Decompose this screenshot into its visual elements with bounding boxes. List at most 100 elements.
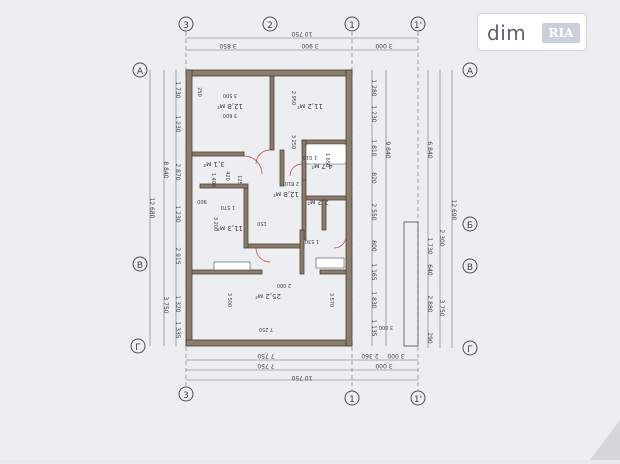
axis-bubble bbox=[178, 386, 194, 402]
dim-text: 640 bbox=[426, 264, 433, 276]
axis-bubble bbox=[462, 340, 478, 356]
walls bbox=[185, 69, 353, 347]
wall-inner bbox=[319, 269, 347, 275]
dim-text: 9 840 bbox=[384, 141, 391, 158]
axis-bubble bbox=[462, 258, 478, 274]
axis-label: A bbox=[137, 67, 144, 77]
room-area: 2,2 м² bbox=[307, 198, 329, 206]
door-arc bbox=[255, 149, 271, 165]
dim-text: 10 750 bbox=[291, 30, 312, 37]
axis-label: 1' bbox=[414, 21, 422, 31]
axis-bubbles-right bbox=[462, 62, 478, 356]
dim-text: 2 915 bbox=[174, 247, 181, 264]
dim-text: 12 680 bbox=[148, 198, 155, 219]
wall-inner bbox=[301, 139, 347, 145]
door-arc bbox=[255, 247, 271, 263]
dim-text: 10 750 bbox=[291, 374, 312, 381]
room-area: 11,3 м² bbox=[217, 224, 243, 232]
dim-text: 2 360 bbox=[361, 352, 378, 359]
axis-bubble bbox=[262, 16, 278, 32]
wall-inner bbox=[191, 269, 263, 275]
fireplace bbox=[315, 257, 345, 269]
brand-logo-mark: RIA bbox=[542, 23, 580, 43]
inner-dim: 7 250 bbox=[259, 326, 273, 332]
room-area: 25,2 м² bbox=[255, 292, 281, 300]
dim-text: 6 840 bbox=[426, 141, 433, 158]
dim-text: 8 840 bbox=[162, 161, 169, 178]
axis-label: Г bbox=[135, 343, 141, 353]
axis-label: 1 bbox=[349, 21, 355, 31]
inner-dim: 3 250 bbox=[290, 135, 296, 149]
door-arc bbox=[243, 155, 263, 175]
axis-label: A bbox=[467, 67, 474, 77]
brand-logo-text: dim bbox=[487, 21, 527, 45]
inner-dim: 3 600 bbox=[223, 112, 237, 118]
inner-dim: 2 000 bbox=[277, 282, 291, 288]
inner-dim: 3 500 bbox=[223, 92, 237, 98]
axis-bubbles-bottom bbox=[178, 386, 426, 406]
axis-label: 2 bbox=[267, 21, 273, 31]
dim-text: 3 000 bbox=[387, 352, 404, 359]
inner-dim: 3 500 bbox=[226, 293, 232, 307]
axis-label: 3 bbox=[183, 21, 189, 31]
axis-bubble bbox=[344, 390, 360, 406]
inner-dim: 3 000 bbox=[379, 324, 393, 330]
watermark-badge: dim RIA bbox=[478, 14, 586, 50]
inner-dim: 250 bbox=[196, 87, 202, 97]
axis-bubble bbox=[462, 62, 478, 78]
axis-label: 3 bbox=[183, 391, 189, 401]
dim-text: 1 280 bbox=[370, 79, 377, 96]
axis-bubble bbox=[178, 16, 194, 32]
dim-text: 3 000 bbox=[375, 42, 392, 49]
room-area: 12,8 м² bbox=[273, 190, 299, 198]
dim-text: 7 750 bbox=[257, 362, 274, 369]
inner-dim: 3 570 bbox=[328, 293, 334, 307]
axis-label: Г bbox=[467, 345, 473, 355]
fixtures bbox=[213, 143, 347, 271]
wall-inner bbox=[299, 229, 305, 275]
room-area: 12,8 м² bbox=[217, 102, 243, 110]
dim-text: 2 880 bbox=[426, 295, 433, 312]
axis-label: В bbox=[137, 261, 143, 271]
inner-dim: 420 bbox=[224, 171, 230, 181]
dim-text: 820 bbox=[370, 172, 377, 184]
dim-text: 1 135 bbox=[370, 319, 377, 336]
dim-text: 2 550 bbox=[370, 203, 377, 220]
paper-fold bbox=[590, 420, 620, 460]
inner-dim: 3 200 bbox=[212, 217, 218, 231]
wall-outer-right bbox=[345, 69, 353, 347]
dim-text: 3 750 bbox=[162, 296, 169, 313]
inner-dim: 2 810 bbox=[285, 180, 299, 186]
inner-dim: 1 400 bbox=[210, 173, 216, 187]
axis-bubble bbox=[410, 16, 426, 32]
dim-text: 2 300 bbox=[438, 229, 445, 246]
bathtub bbox=[305, 143, 347, 165]
dim-text: 3 850 bbox=[219, 42, 236, 49]
inner-dim: 1 010 bbox=[303, 154, 317, 160]
axis-label: 1 bbox=[349, 395, 355, 405]
room-area: 11,2 м² bbox=[297, 102, 323, 110]
dim-text: 290 bbox=[426, 332, 433, 344]
wall-inner bbox=[269, 75, 275, 151]
dim-text: 1 730 bbox=[426, 237, 433, 254]
dim-text: 1 230 bbox=[370, 105, 377, 122]
wall-inner bbox=[247, 243, 305, 249]
balcony-outline bbox=[403, 221, 419, 347]
balcony-rail bbox=[403, 221, 419, 347]
wall-inner bbox=[279, 149, 285, 187]
dim-text: 3 750 bbox=[438, 299, 445, 316]
dim-text: 1 165 bbox=[370, 263, 377, 280]
axis-bubble bbox=[462, 216, 478, 232]
dim-text: 1 230 bbox=[174, 115, 181, 132]
dim-text: 12 690 bbox=[450, 200, 457, 221]
dim-text: 3 000 bbox=[375, 362, 392, 369]
wall-inner bbox=[243, 187, 249, 249]
dim-text: 1 230 bbox=[174, 205, 181, 222]
room-area: 3,1 м² bbox=[203, 160, 225, 168]
door-arc bbox=[333, 235, 347, 249]
inner-dim: 125 bbox=[236, 175, 242, 185]
axis-bubble bbox=[132, 62, 148, 78]
room-area: 4,7 м² bbox=[311, 162, 333, 170]
door-arc bbox=[289, 163, 303, 177]
